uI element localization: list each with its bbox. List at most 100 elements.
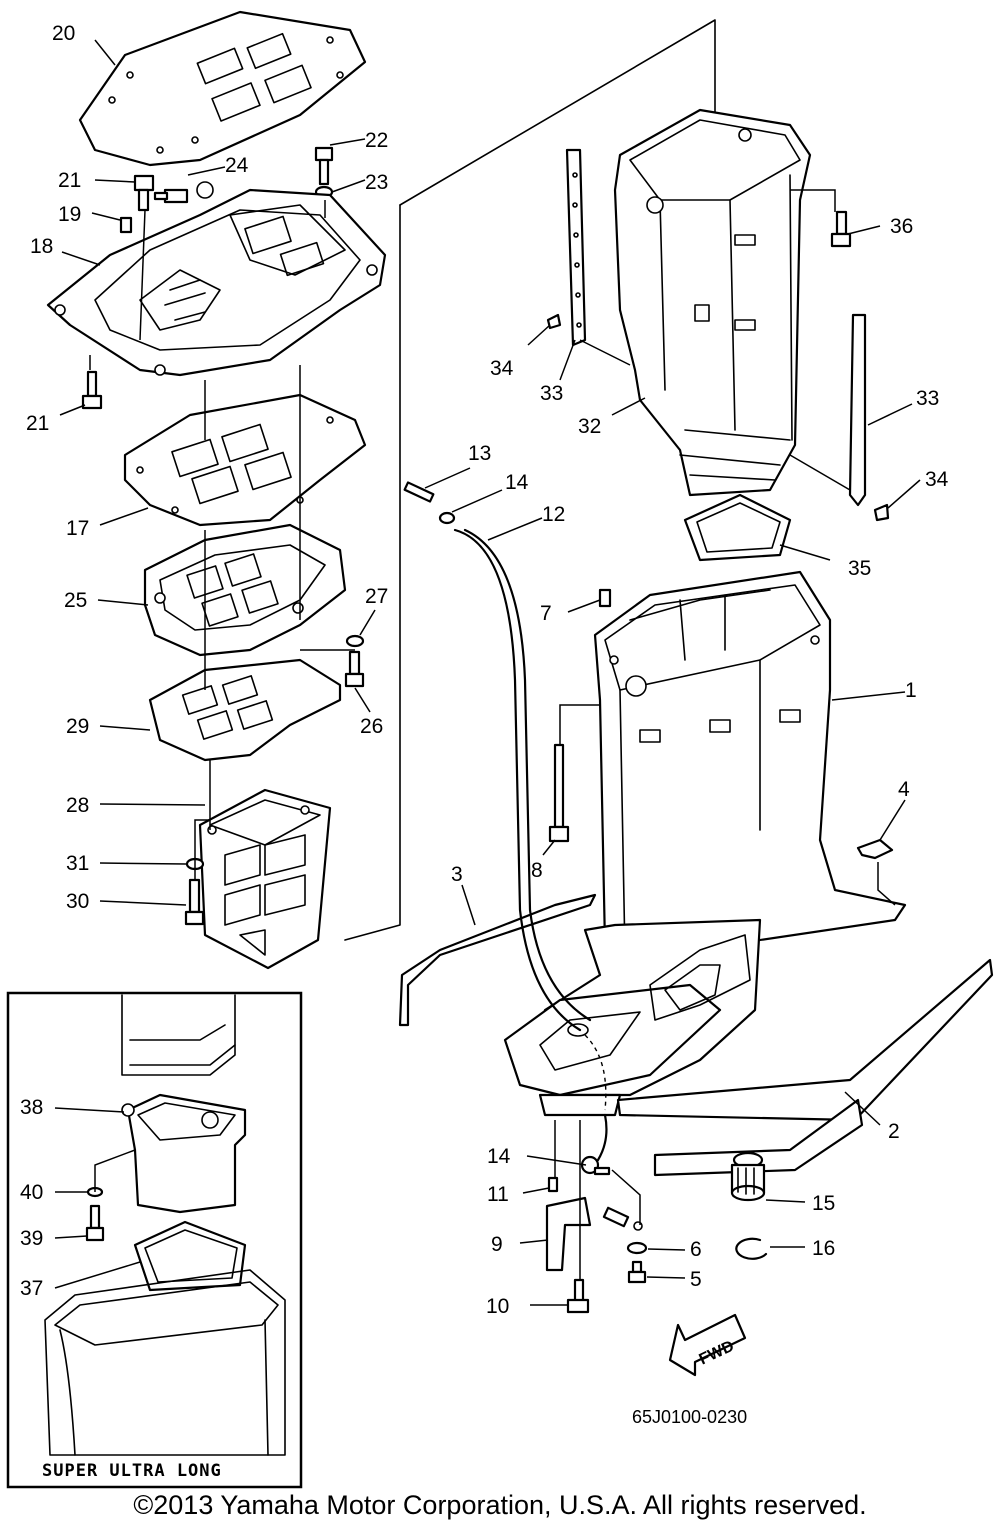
callout-35: 35 <box>848 557 871 580</box>
upper-case-18 <box>46 181 387 377</box>
lead-terminal <box>611 1169 641 1225</box>
bracket-9 <box>545 1196 592 1272</box>
super-ultra-long-inset: SUPER ULTRA LONG <box>6 991 303 1489</box>
bolt-21-bottom <box>81 370 103 410</box>
bolt-10 <box>566 1278 590 1314</box>
fitting-13 <box>403 481 435 503</box>
callout-3: 3 <box>451 863 463 886</box>
callout-32: 32 <box>578 415 601 438</box>
exploded-view-drawing: FWD 65J0100-0230 SUPER ULTRA LONG 20 21 <box>6 10 994 1489</box>
upper-casing-1 <box>593 570 907 962</box>
callout-30: 30 <box>66 890 89 913</box>
lead-4-down <box>877 862 896 906</box>
callout-9: 9 <box>491 1233 503 1256</box>
callout-18: 18 <box>30 235 53 258</box>
fitting-24 <box>153 188 189 204</box>
damper-strip-33-right <box>848 313 867 507</box>
fwd-arrow: FWD <box>668 1313 747 1377</box>
hose-12-edge <box>463 528 592 1022</box>
hose-12 <box>453 528 582 1032</box>
bolt-30 <box>184 878 205 926</box>
callout-12: 12 <box>542 503 565 526</box>
callout-21: 21 <box>58 169 81 192</box>
callout-13: 13 <box>468 442 491 465</box>
grommet-4 <box>856 838 894 860</box>
callout-17: 17 <box>66 517 89 540</box>
callout-14: 14 <box>505 471 529 494</box>
callout-1: 1 <box>905 679 917 702</box>
gasket-17 <box>123 393 367 527</box>
copyright-notice: ©2013 Yamaha Motor Corporation, U.S.A. A… <box>133 1490 867 1520</box>
callout-16: 16 <box>812 1237 835 1260</box>
callout-21-lower: 21 <box>26 412 49 435</box>
callout-25: 25 <box>64 589 87 612</box>
bolt-8 <box>548 743 570 843</box>
callout-11: 11 <box>487 1183 509 1206</box>
bolt-21-top <box>133 174 155 212</box>
group-boundary-left <box>344 204 401 941</box>
lead-36 <box>790 189 836 212</box>
callout-34-right: 34 <box>925 468 949 491</box>
callout-8: 8 <box>531 859 543 882</box>
damper-strip-33-left <box>565 148 587 347</box>
callout-20: 20 <box>52 22 75 45</box>
clamp-14-top <box>438 511 456 525</box>
hose-lower <box>596 1113 608 1162</box>
callout-24: 24 <box>225 154 249 177</box>
dowel-19 <box>119 216 133 234</box>
callout-29: 29 <box>66 715 89 738</box>
dowel-11 <box>547 1176 559 1193</box>
nut-34-right <box>873 503 890 522</box>
exhaust-guide-25 <box>143 523 347 657</box>
dowel-7 <box>598 588 612 608</box>
callout-10: 10 <box>486 1295 509 1318</box>
callout-27: 27 <box>365 585 388 608</box>
callout-40: 40 <box>20 1181 43 1204</box>
plug-15 <box>730 1151 766 1202</box>
strip-link-right <box>789 454 851 491</box>
callout-7: 7 <box>540 602 552 625</box>
callout-23: 23 <box>365 171 388 194</box>
bolt-22 <box>314 146 334 186</box>
clip-16 <box>735 1237 768 1260</box>
lower-case-assembly <box>503 918 762 1117</box>
callout-39: 39 <box>20 1227 43 1250</box>
callout-34: 34 <box>490 357 514 380</box>
assembly-guide-lines <box>89 200 355 880</box>
clamp-14-bottom <box>580 1155 611 1176</box>
washer-27 <box>345 634 365 648</box>
callout-26: 26 <box>360 715 383 738</box>
bolt-26 <box>344 650 365 688</box>
rubber-seal-2-lower <box>653 1098 864 1177</box>
washer-6 <box>626 1241 648 1255</box>
callout-2: 2 <box>888 1120 900 1143</box>
rubber-seal-3 <box>398 893 597 1027</box>
callout-22: 22 <box>365 129 388 152</box>
callout-5: 5 <box>690 1268 702 1291</box>
callout-38: 38 <box>20 1096 43 1119</box>
callout-6: 6 <box>690 1238 702 1261</box>
callout-15: 15 <box>812 1192 835 1215</box>
callout-14-bottom: 14 <box>487 1145 511 1168</box>
muffler-28 <box>198 788 332 970</box>
diagram-code: 65J0100-0230 <box>632 1407 747 1427</box>
callout-33: 33 <box>540 382 563 405</box>
strip-link-left <box>579 339 631 366</box>
callout-33-right: 33 <box>916 387 939 410</box>
upper-case-32 <box>613 108 812 497</box>
bolt-36 <box>830 210 852 248</box>
lead-8-up <box>559 704 600 745</box>
callout-4: 4 <box>898 778 910 801</box>
callout-19: 19 <box>58 203 81 226</box>
callout-37: 37 <box>20 1277 43 1300</box>
bolt-5 <box>627 1260 647 1284</box>
gasket-29 <box>148 658 342 762</box>
top-gasket-20 <box>78 10 367 167</box>
rubber-seal-2-upper <box>616 958 994 1122</box>
inset-title: SUPER ULTRA LONG <box>42 1461 222 1481</box>
callout-28: 28 <box>66 794 89 817</box>
seal-35 <box>683 493 792 562</box>
terminal-fitting <box>602 1206 643 1231</box>
callout-31: 31 <box>66 852 89 875</box>
